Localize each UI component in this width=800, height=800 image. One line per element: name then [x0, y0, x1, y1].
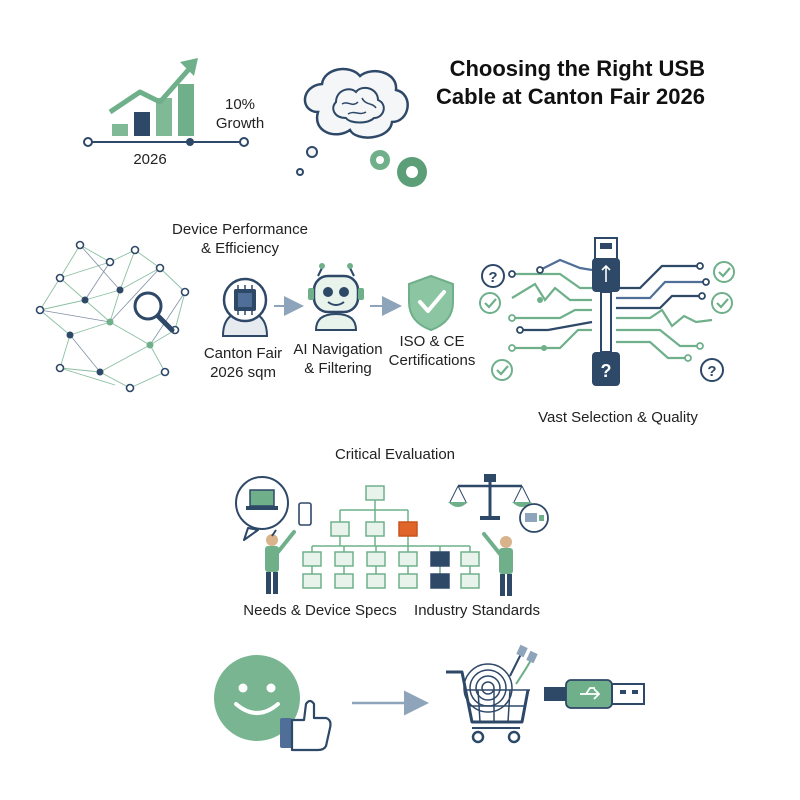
growth-bar-2: [134, 112, 150, 136]
thumbs-up-icon: [280, 699, 332, 752]
growth-arrow-head: [180, 58, 198, 76]
growth-year: 2026: [133, 151, 167, 168]
iso-ce-line-1: ISO & CE: [399, 333, 465, 350]
growth-bar-4: [178, 84, 194, 136]
canton-fair-label: Canton Fair 2026 sqm: [188, 344, 298, 382]
ai-navigation-line-1: AI Navigation: [293, 341, 383, 358]
iso-ce-line-2: Certifications: [388, 352, 476, 369]
page-title: Choosing the Right USB Cable at Canton F…: [395, 55, 705, 111]
device-performance-label: Device Performance & Efficiency: [160, 220, 320, 258]
title-line-2: Cable at Canton Fair 2026: [436, 84, 705, 109]
growth-trend-line: [108, 66, 192, 115]
brain-gears-icon: [296, 67, 427, 187]
svg-text:?: ?: [488, 269, 497, 286]
growth-word: Growth: [215, 115, 265, 132]
canton-fair-line-1: Canton Fair: [203, 345, 283, 362]
question-badge-2: ?: [700, 358, 724, 382]
title-line-1: Choosing the Right USB: [449, 56, 705, 81]
shopping-cart-icon: [446, 644, 538, 744]
usb-plug-icon: [544, 679, 645, 709]
network-graph-icon: [35, 240, 190, 393]
usb-circuit-icon: ? ? ?: [479, 237, 735, 386]
svg-text:?: ?: [707, 363, 716, 380]
check-badge-4: [711, 292, 733, 314]
device-performance-line-2: & Efficiency: [200, 240, 280, 257]
canton-fair-line-2: 2026 sqm: [210, 364, 276, 381]
smiley-face-icon: [214, 655, 300, 741]
iso-ce-label: ISO & CE Certifications: [382, 332, 482, 370]
growth-percent: 10%: [224, 96, 256, 113]
highlighted-node: [398, 521, 418, 537]
ai-navigation-label: AI Navigation & Filtering: [282, 340, 394, 378]
vast-selection-label: Vast Selection & Quality: [538, 409, 698, 426]
growth-bar-1: [112, 124, 128, 136]
person-with-scales-icon: [448, 474, 549, 596]
check-badge-2: [491, 359, 513, 381]
shield-check-icon: [408, 274, 454, 332]
ai-navigation-line-2: & Filtering: [304, 360, 372, 377]
growth-bar-3: [156, 98, 172, 136]
magnifier-handle: [155, 313, 175, 333]
check-badge-3: [713, 261, 735, 283]
phone-icon: [298, 502, 312, 526]
hierarchy-tree: [302, 485, 480, 589]
chip-person-icon: [221, 277, 269, 337]
person-with-laptop-icon: [235, 476, 312, 594]
industry-standards-label: Industry Standards: [414, 602, 540, 619]
critical-evaluation-label: Critical Evaluation: [334, 446, 456, 463]
check-badge-1: [479, 292, 501, 314]
question-badge-1: ?: [481, 264, 505, 288]
device-performance-line-1: Device Performance: [172, 221, 308, 238]
robot-icon: [308, 263, 364, 331]
magnifier-lens: [133, 291, 163, 321]
growth-chart-icon: [83, 58, 249, 147]
growth-label: 10% Growth: [210, 95, 270, 133]
svg-text:?: ?: [601, 361, 612, 381]
needs-device-specs-label: Needs & Device Specs: [243, 602, 397, 619]
